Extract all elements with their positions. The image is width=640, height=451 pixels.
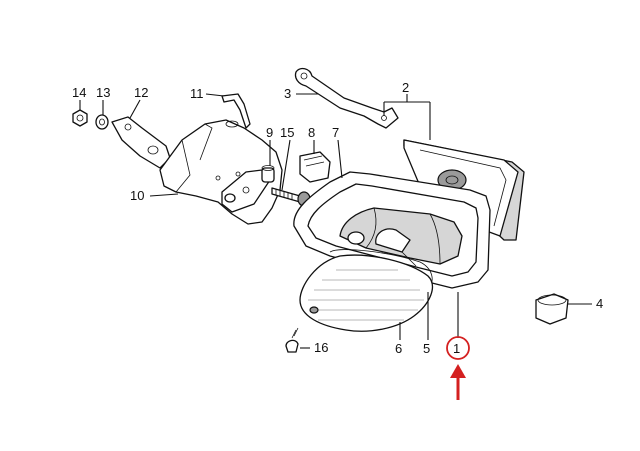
part-14-nut xyxy=(72,109,88,127)
part-13-washer xyxy=(95,114,109,130)
part-4-rubber-cap xyxy=(535,293,569,325)
callout-10: 10 xyxy=(130,188,144,203)
callout-12: 12 xyxy=(134,85,148,100)
part-12-bracket xyxy=(111,116,171,169)
callout-14: 14 xyxy=(72,85,86,100)
callout-5: 5 xyxy=(423,341,430,356)
callout-8: 8 xyxy=(308,125,315,140)
lens xyxy=(299,254,433,332)
callout-13: 13 xyxy=(96,85,110,100)
callout-9: 9 xyxy=(266,125,273,140)
callout-3: 3 xyxy=(284,86,291,101)
callout-16: 16 xyxy=(314,340,328,355)
callout-2: 2 xyxy=(402,80,409,95)
part-3-adjusting-tool xyxy=(294,67,399,129)
callout-11: 11 xyxy=(190,86,204,101)
callout-1: 1 xyxy=(453,341,460,356)
part-11-clip xyxy=(221,93,251,129)
highlight-circle xyxy=(446,336,470,360)
callout-labels: 14 13 12 11 3 2 9 15 8 7 10 4 16 6 5 1 xyxy=(72,80,603,356)
part-8-clip-nut xyxy=(299,151,331,183)
callout-15: 15 xyxy=(280,125,294,140)
leader-lines xyxy=(79,93,592,349)
callout-4: 4 xyxy=(596,296,603,311)
callout-6: 6 xyxy=(395,341,402,356)
part-5-gasket xyxy=(329,249,433,291)
part-16-screw xyxy=(285,327,299,353)
part-1-highlight xyxy=(446,336,470,400)
callout-7: 7 xyxy=(332,125,339,140)
highlight-arrow-head xyxy=(450,364,466,378)
part-6-bulb xyxy=(375,228,417,267)
part-10-mount-plate xyxy=(221,169,271,213)
part-9-spacer xyxy=(261,165,275,183)
